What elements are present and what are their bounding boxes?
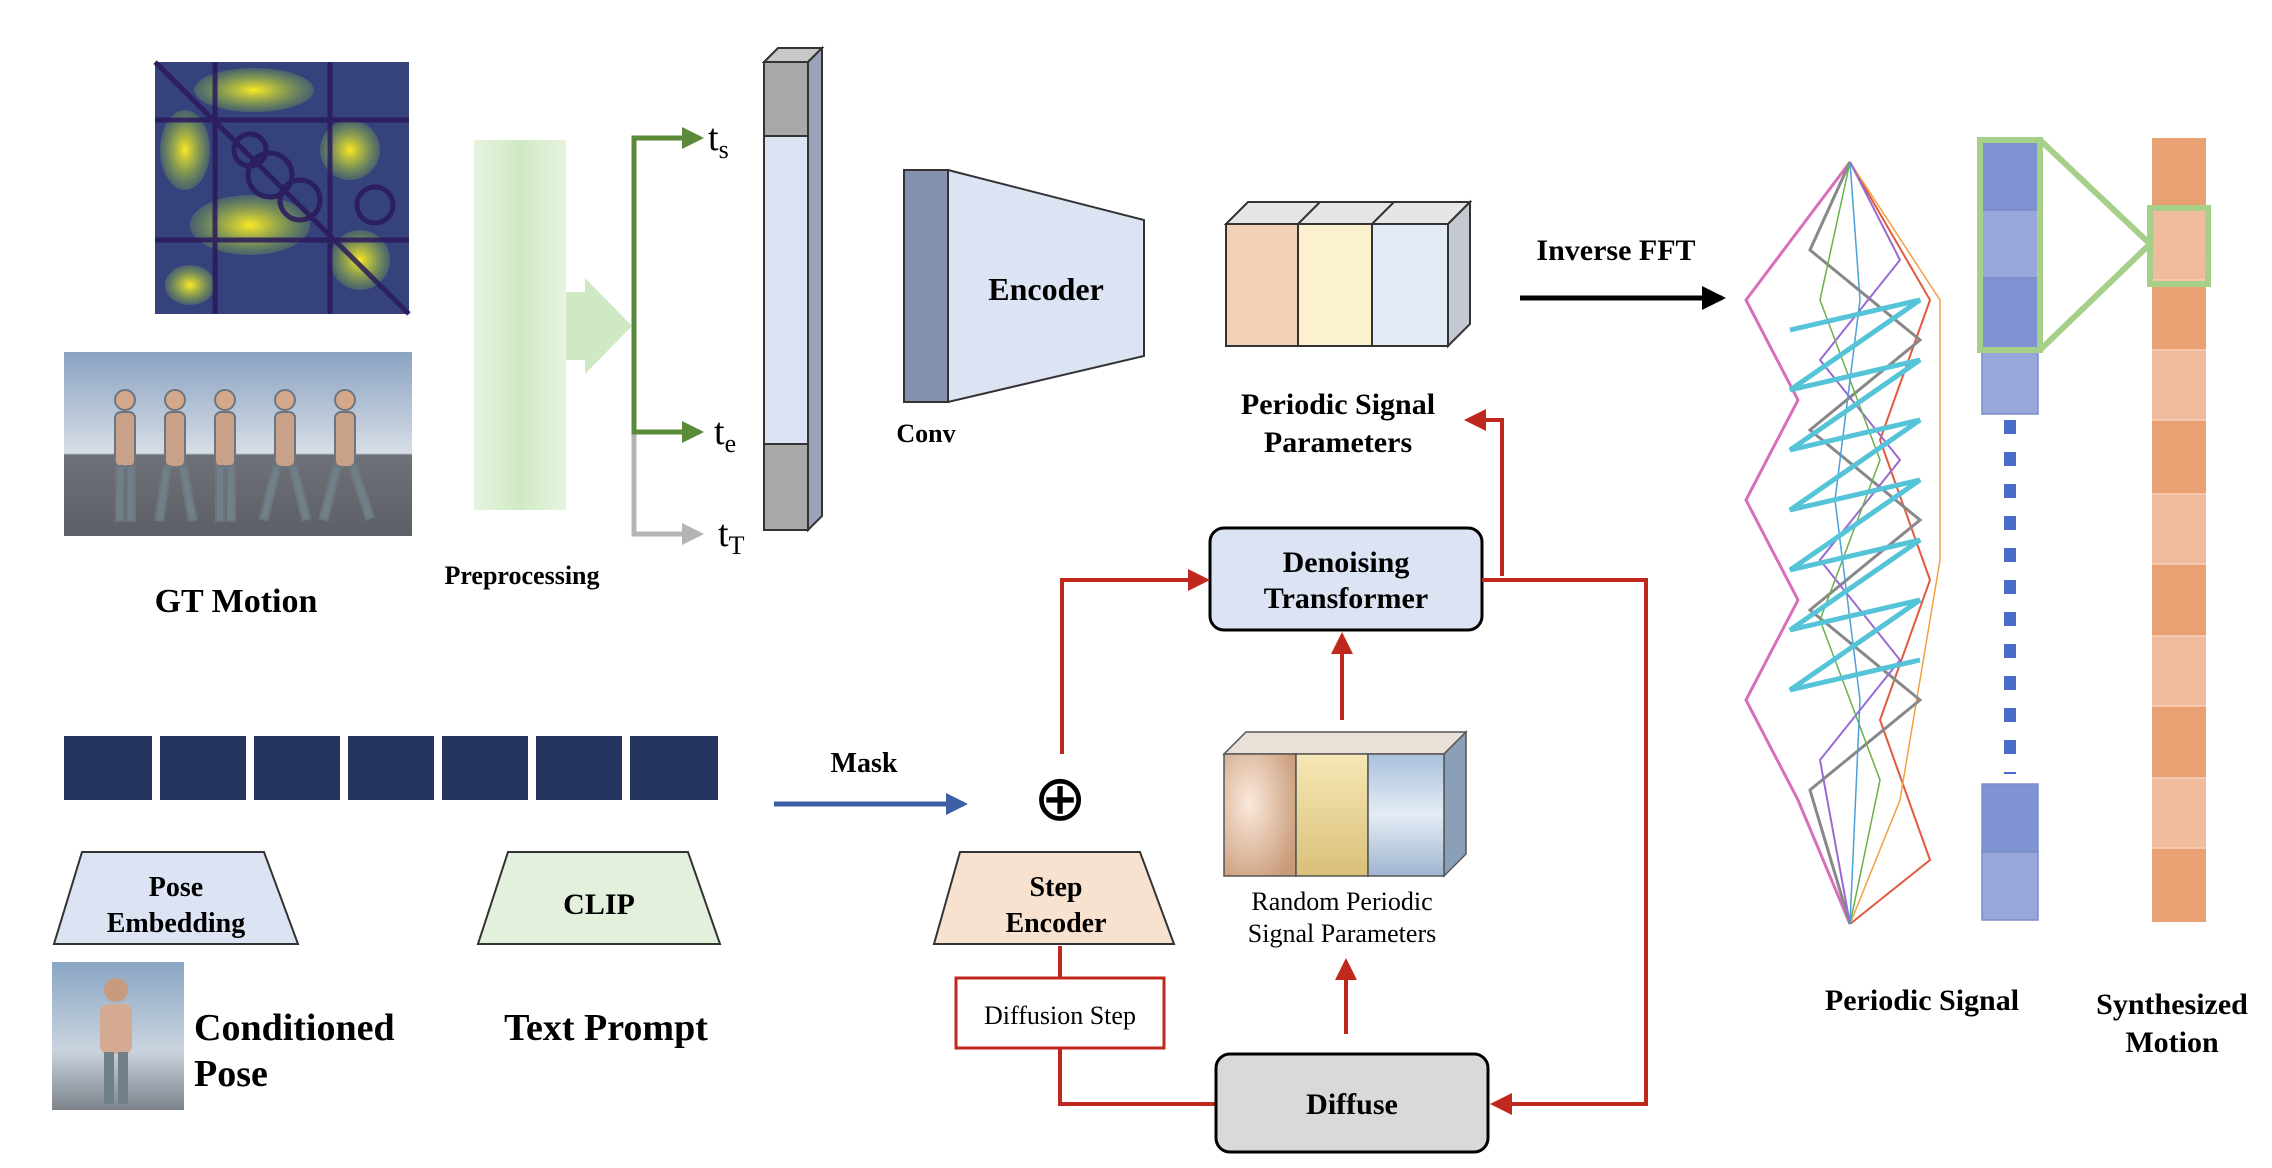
periodic-signal-label: Periodic Signal [1825,984,2019,1017]
random-psp-line1: Random Periodic [1251,887,1432,916]
random-psp-line2: Signal Parameters [1248,919,1436,948]
t-range-bracket [631,135,700,435]
encoder-block [947,168,1145,404]
preprocessing-bar [474,140,566,510]
step-encoder-line2: Encoder [1005,908,1106,939]
condition-tokens [64,736,718,800]
denoiser-line2: Transformer [1264,582,1428,615]
periodic-signal-waves [1744,161,1941,925]
token [630,736,718,800]
token [348,736,434,800]
plus-operator: ⊕ [1033,763,1087,834]
red-flow-arrows [1058,409,1648,1115]
synthesized-motion-line1: Synthesized [2096,988,2248,1021]
diffuse-box [1214,1052,1490,1154]
step-encoder-line1: Step [1030,872,1083,903]
conv-label: Conv [896,419,955,448]
denoiser-to-psp-arrow [1464,409,1504,576]
conditioned-pose-image [52,962,184,1110]
motion-column [761,45,825,533]
pose-embedding-block [52,851,300,945]
preprocessing-arrow [566,278,632,374]
denoiser-to-diffuse-arrow [1482,578,1648,1115]
conditioned-pose-line2: Pose [194,1053,268,1095]
psp-cube [1223,199,1473,349]
text-prompt-label: Text Prompt [504,1007,708,1049]
psp-label-line2: Parameters [1264,426,1412,459]
t-total-arrow [631,432,704,545]
inverse-fft-label: Inverse FFT [1536,234,1695,267]
step-encoder [932,851,1176,945]
token [536,736,622,800]
heatmap-image [153,60,411,316]
walking-sequence-image [64,352,412,536]
conv-block [903,169,949,403]
timeline-branches [631,127,704,545]
pose-embedding-line2: Embedding [107,908,246,939]
psp-label-line1: Periodic Signal [1241,388,1435,421]
token [442,736,528,800]
diffusion-step-label: Diffusion Step [984,1001,1136,1030]
denoiser-line1: Denoising [1283,546,1410,579]
signal-highlight-box [1977,137,2043,353]
t-e-label: te [714,411,736,458]
conditioned-pose-line1: Conditioned [194,1007,395,1049]
gt-motion-label: GT Motion [155,583,318,620]
signal-column [1981,139,2039,921]
synthesized-motion-line2: Motion [2125,1026,2219,1059]
clip-label: CLIP [563,888,635,921]
t-s-label: ts [708,117,729,164]
random-psp-cube [1222,730,1468,878]
token [254,736,340,800]
t-T-label: tT [718,513,745,560]
diffuse-label: Diffuse [1306,1088,1398,1121]
mask-label: Mask [831,748,898,779]
synthesized-motion-column [2152,138,2206,922]
diffusion-step-to-diffuse-line [1058,1048,1216,1106]
clip-block [476,851,722,945]
diffusion-step-box [954,976,1166,1050]
motion-highlight-box [2147,205,2211,287]
highlight-connector [2037,137,2155,353]
plus-to-denoiser-arrow [1060,569,1210,754]
token [64,736,152,800]
encoder-label: Encoder [988,271,1104,307]
preprocessing-label: Preprocessing [444,561,599,590]
token [160,736,246,800]
pose-embedding-line1: Pose [149,872,203,903]
